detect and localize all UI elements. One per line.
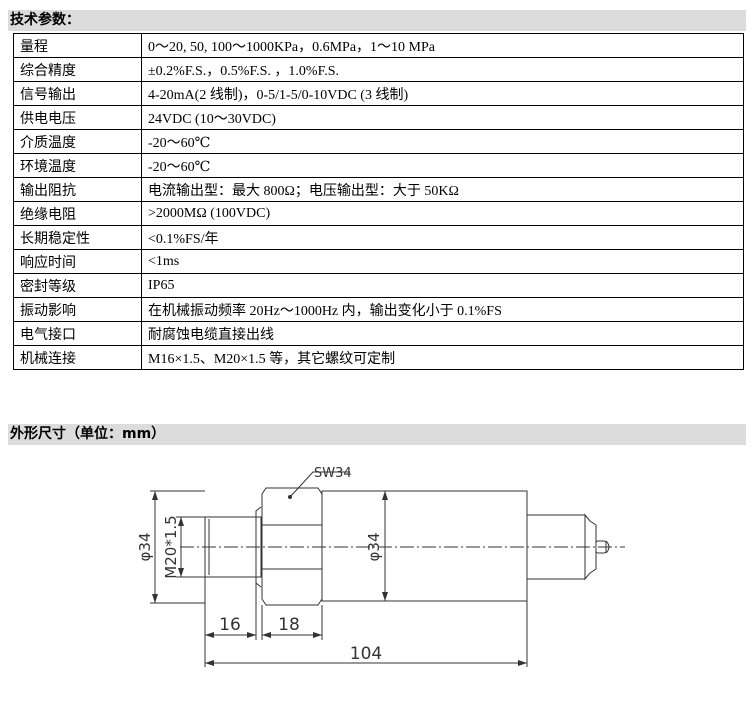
- spec-name: 供电电压: [13, 105, 142, 130]
- spec-row: 输出阻抗电流输出型：最大 800Ω；电压输出型：大于 50KΩ: [13, 177, 744, 202]
- spec-name: 绝缘电阻: [13, 201, 142, 226]
- spec-name: 量程: [13, 33, 142, 58]
- spec-name: 密封等级: [13, 273, 142, 298]
- specs-section-title: 技术参数：: [8, 10, 746, 31]
- sensor-body: [321, 490, 528, 602]
- arrow-16-left: [205, 632, 214, 638]
- dia-left-label: φ34: [136, 533, 154, 562]
- spec-row: 介质温度-20～60℃: [13, 129, 744, 154]
- spec-row: 环境温度-20～60℃: [13, 153, 744, 178]
- arrow-dia-left-top: [152, 491, 158, 500]
- spec-value: 在机械振动频率 20Hz～1000Hz 内，输出变化小于 0.1%FS: [141, 297, 744, 322]
- spec-value: -20～60℃: [141, 153, 744, 178]
- length-total-label: 104: [350, 644, 382, 664]
- dia-body-label: φ34: [365, 533, 383, 562]
- arrow-18-right: [313, 632, 322, 638]
- arrow-16-right: [247, 632, 256, 638]
- spec-value: 电流输出型：最大 800Ω；电压输出型：大于 50KΩ: [141, 177, 744, 202]
- spec-name: 介质温度: [13, 129, 142, 154]
- spec-name: 电气接口: [13, 321, 142, 346]
- arrow-thread-top: [178, 517, 184, 526]
- spec-value: <1ms: [141, 249, 744, 274]
- hex-leader: [289, 471, 350, 498]
- spec-row: 综合精度±0.2%F.S.，0.5%F.S. ，1.0%F.S.: [13, 57, 744, 82]
- spec-value: >2000MΩ (100VDC): [141, 201, 744, 226]
- spec-name: 振动影响: [13, 297, 142, 322]
- dimension-drawing: SW34 φ34 M20*1.5 φ34 16 18 104: [136, 466, 625, 667]
- spec-value: 0～20, 50, 100～1000KPa，0.6MPa，1～10 MPa: [141, 33, 744, 58]
- spec-value: 4-20mA(2 线制)，0-5/1-5/0-10VDC (3 线制): [141, 81, 744, 106]
- thread-size-label: M20*1.5: [162, 515, 180, 578]
- spec-row: 电气接口耐腐蚀电缆直接出线: [13, 321, 744, 346]
- gland-cap: [584, 513, 597, 581]
- spec-row: 绝缘电阻>2000MΩ (100VDC): [13, 201, 744, 226]
- spec-row: 长期稳定性<0.1%FS/年: [13, 225, 744, 250]
- spec-value: 耐腐蚀电缆直接出线: [141, 321, 744, 346]
- spec-name: 综合精度: [13, 57, 142, 82]
- arrow-18-left: [262, 632, 271, 638]
- hex-nut: [261, 487, 323, 606]
- arrow-dia-left-bottom: [152, 594, 158, 603]
- length-hex-label: 18: [278, 615, 300, 635]
- spec-value: <0.1%FS/年: [141, 225, 744, 250]
- spec-value: M16×1.5、M20×1.5 等，其它螺纹可定制: [141, 345, 744, 370]
- spec-name: 环境温度: [13, 153, 142, 178]
- arrow-104-left: [205, 660, 214, 666]
- spec-name: 输出阻抗: [13, 177, 142, 202]
- spec-name: 响应时间: [13, 249, 142, 274]
- arrow-thread-bottom: [178, 568, 184, 577]
- spec-value: -20～60℃: [141, 129, 744, 154]
- arrow-body-bottom: [382, 592, 388, 601]
- spec-name: 长期稳定性: [13, 225, 142, 250]
- spec-value: 24VDC (10～30VDC): [141, 105, 744, 130]
- dimensions-section-title: 外形尺寸（单位：mm）: [8, 424, 746, 445]
- spec-row: 响应时间<1ms: [13, 249, 744, 274]
- spec-row: 振动影响在机械振动频率 20Hz～1000Hz 内，输出变化小于 0.1%FS: [13, 297, 744, 322]
- spec-value: ±0.2%F.S.，0.5%F.S. ，1.0%F.S.: [141, 57, 744, 82]
- arrow-104-right: [518, 660, 527, 666]
- length-thread-label: 16: [219, 615, 241, 635]
- hex-size-label: SW34: [314, 466, 352, 481]
- hex-leader-dot: [288, 495, 292, 499]
- spec-value: IP65: [141, 273, 744, 298]
- spec-name: 信号输出: [13, 81, 142, 106]
- spec-name: 机械连接: [13, 345, 142, 370]
- arrow-body-top: [382, 491, 388, 500]
